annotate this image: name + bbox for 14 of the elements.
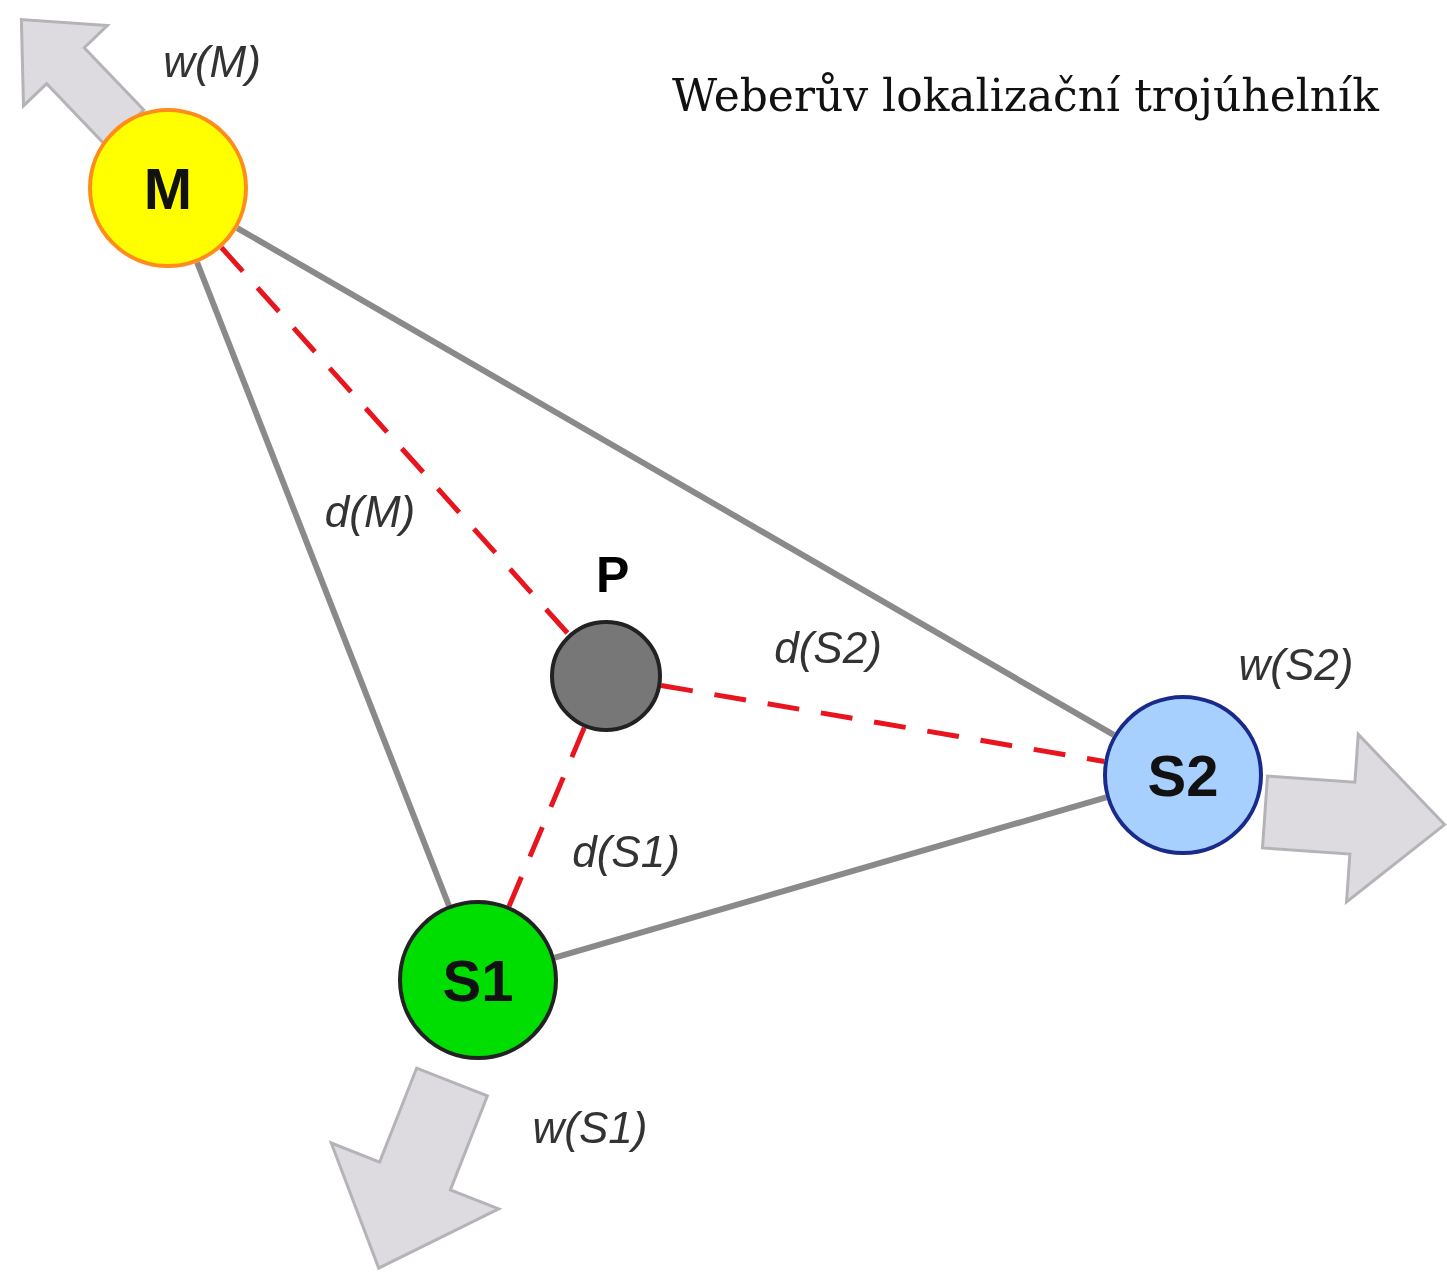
location-circle: S2: [1103, 695, 1263, 855]
connector-line: [235, 225, 1116, 738]
dashed-line: [219, 245, 571, 636]
location-circle: M: [88, 108, 248, 268]
location-circle: S1: [398, 900, 558, 1060]
weight-label: w(M): [163, 37, 261, 87]
connector-line: [194, 261, 452, 907]
diagram-title: Weberův lokalizační trojúhelník: [672, 70, 1379, 121]
dashed-line: [660, 683, 1105, 764]
weight-label: w(S2): [1238, 640, 1354, 690]
node-label: P: [596, 550, 630, 600]
dashed-line: [506, 726, 587, 908]
weight-label: w(S1): [532, 1103, 648, 1153]
connector-line: [554, 794, 1107, 961]
